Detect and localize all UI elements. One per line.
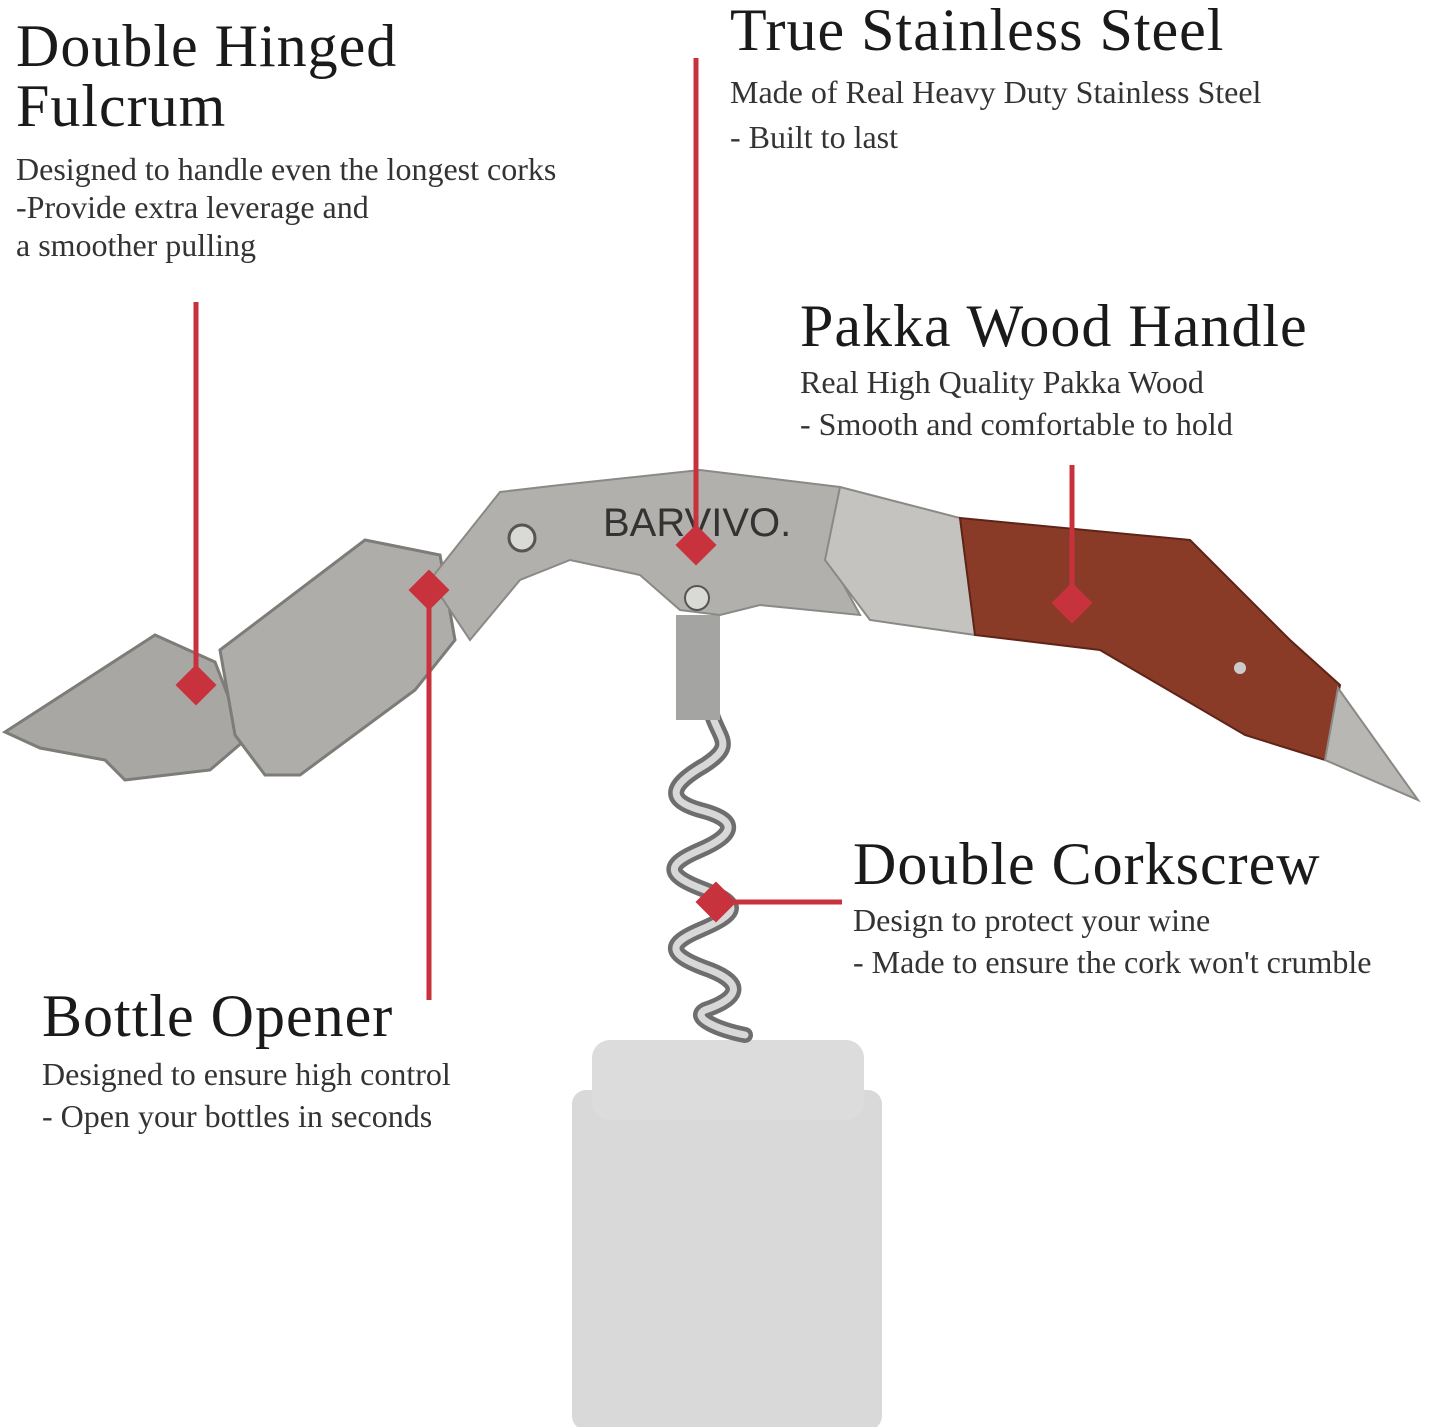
feature-double-corkscrew: Double Corkscrew Design to protect your … [853,834,1371,982]
feature-description: - Built to last [730,119,898,155]
feature-description: - Open your bottles in seconds [42,1098,433,1134]
feature-description: - Smooth and comfortable to hold [800,406,1233,442]
feature-title: True Stainless Steel [730,0,1225,63]
feature-pakka-wood-handle: Pakka Wood Handle Real High Quality Pakk… [800,296,1308,444]
feature-description: Real High Quality Pakka Wood [800,364,1204,400]
fulcrum-hinge-outer [1,633,247,782]
feature-double-hinged-fulcrum: Double Hinged Fulcrum Designed to handle… [16,16,556,264]
feature-description: Design to protect your wine [853,902,1211,938]
feature-description: Designed to handle even the longest cork… [16,151,557,187]
feature-description: Designed to ensure high control [42,1056,451,1092]
feature-title: Double Hinged [16,13,398,79]
corkscrew-worm [666,707,753,1043]
feature-title: Bottle Opener [42,983,394,1049]
callout-corkscrew [695,881,842,923]
corkscrew-shank [676,615,720,720]
feature-title: Fulcrum [16,73,227,139]
callout-stainless-steel [675,58,717,566]
pakka-wood-handle [958,516,1421,803]
feature-bottle-opener: Bottle Opener Designed to ensure high co… [42,986,451,1136]
feature-description: Made of Real Heavy Duty Stainless Steel [730,74,1262,110]
callout-wood-handle [1051,465,1093,624]
callout-bottle-opener [408,569,450,1000]
callout-fulcrum [175,302,217,706]
feature-description: - Made to ensure the cork won't crumble [853,944,1372,980]
feature-title: Pakka Wood Handle [800,293,1308,359]
fulcrum-hinge-inner [218,538,457,777]
feature-title: Double Corkscrew [853,831,1321,897]
steel-body [428,468,977,642]
feature-description: a smoother pulling [16,227,256,263]
feature-true-stainless-steel: True Stainless Steel Made of Real Heavy … [730,0,1261,156]
bottle-neck [572,1040,882,1427]
feature-description: -Provide extra leverage and [16,189,369,225]
